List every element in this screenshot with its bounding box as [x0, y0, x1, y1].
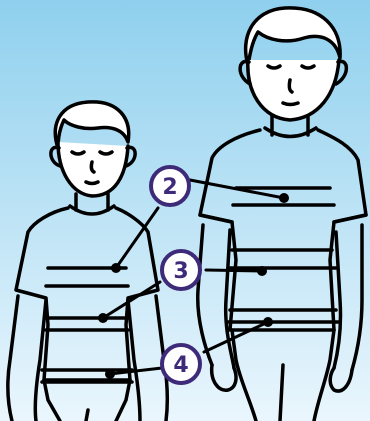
dot-child-chest — [111, 263, 121, 273]
connector-3-adult — [206, 270, 262, 271]
dot-adult-chest — [279, 193, 289, 203]
child-mouth — [86, 182, 98, 184]
dot-child-hip — [105, 369, 115, 379]
badge-4-label: 4 — [173, 353, 188, 378]
adult-mouth — [283, 103, 298, 105]
adult-eye-left — [268, 66, 280, 68]
child-eye-left — [72, 152, 84, 154]
dot-adult-hip — [263, 317, 273, 327]
badge-2-label: 2 — [162, 175, 177, 200]
dot-adult-waist — [257, 266, 267, 276]
dot-child-waist — [98, 313, 108, 323]
badge-4: 4 — [162, 345, 200, 383]
badge-2: 2 — [151, 167, 189, 205]
badge-3-label: 3 — [173, 259, 188, 284]
adult-eye-right — [302, 66, 314, 68]
badge-3: 3 — [162, 251, 200, 289]
child-eye-right — [100, 152, 112, 154]
